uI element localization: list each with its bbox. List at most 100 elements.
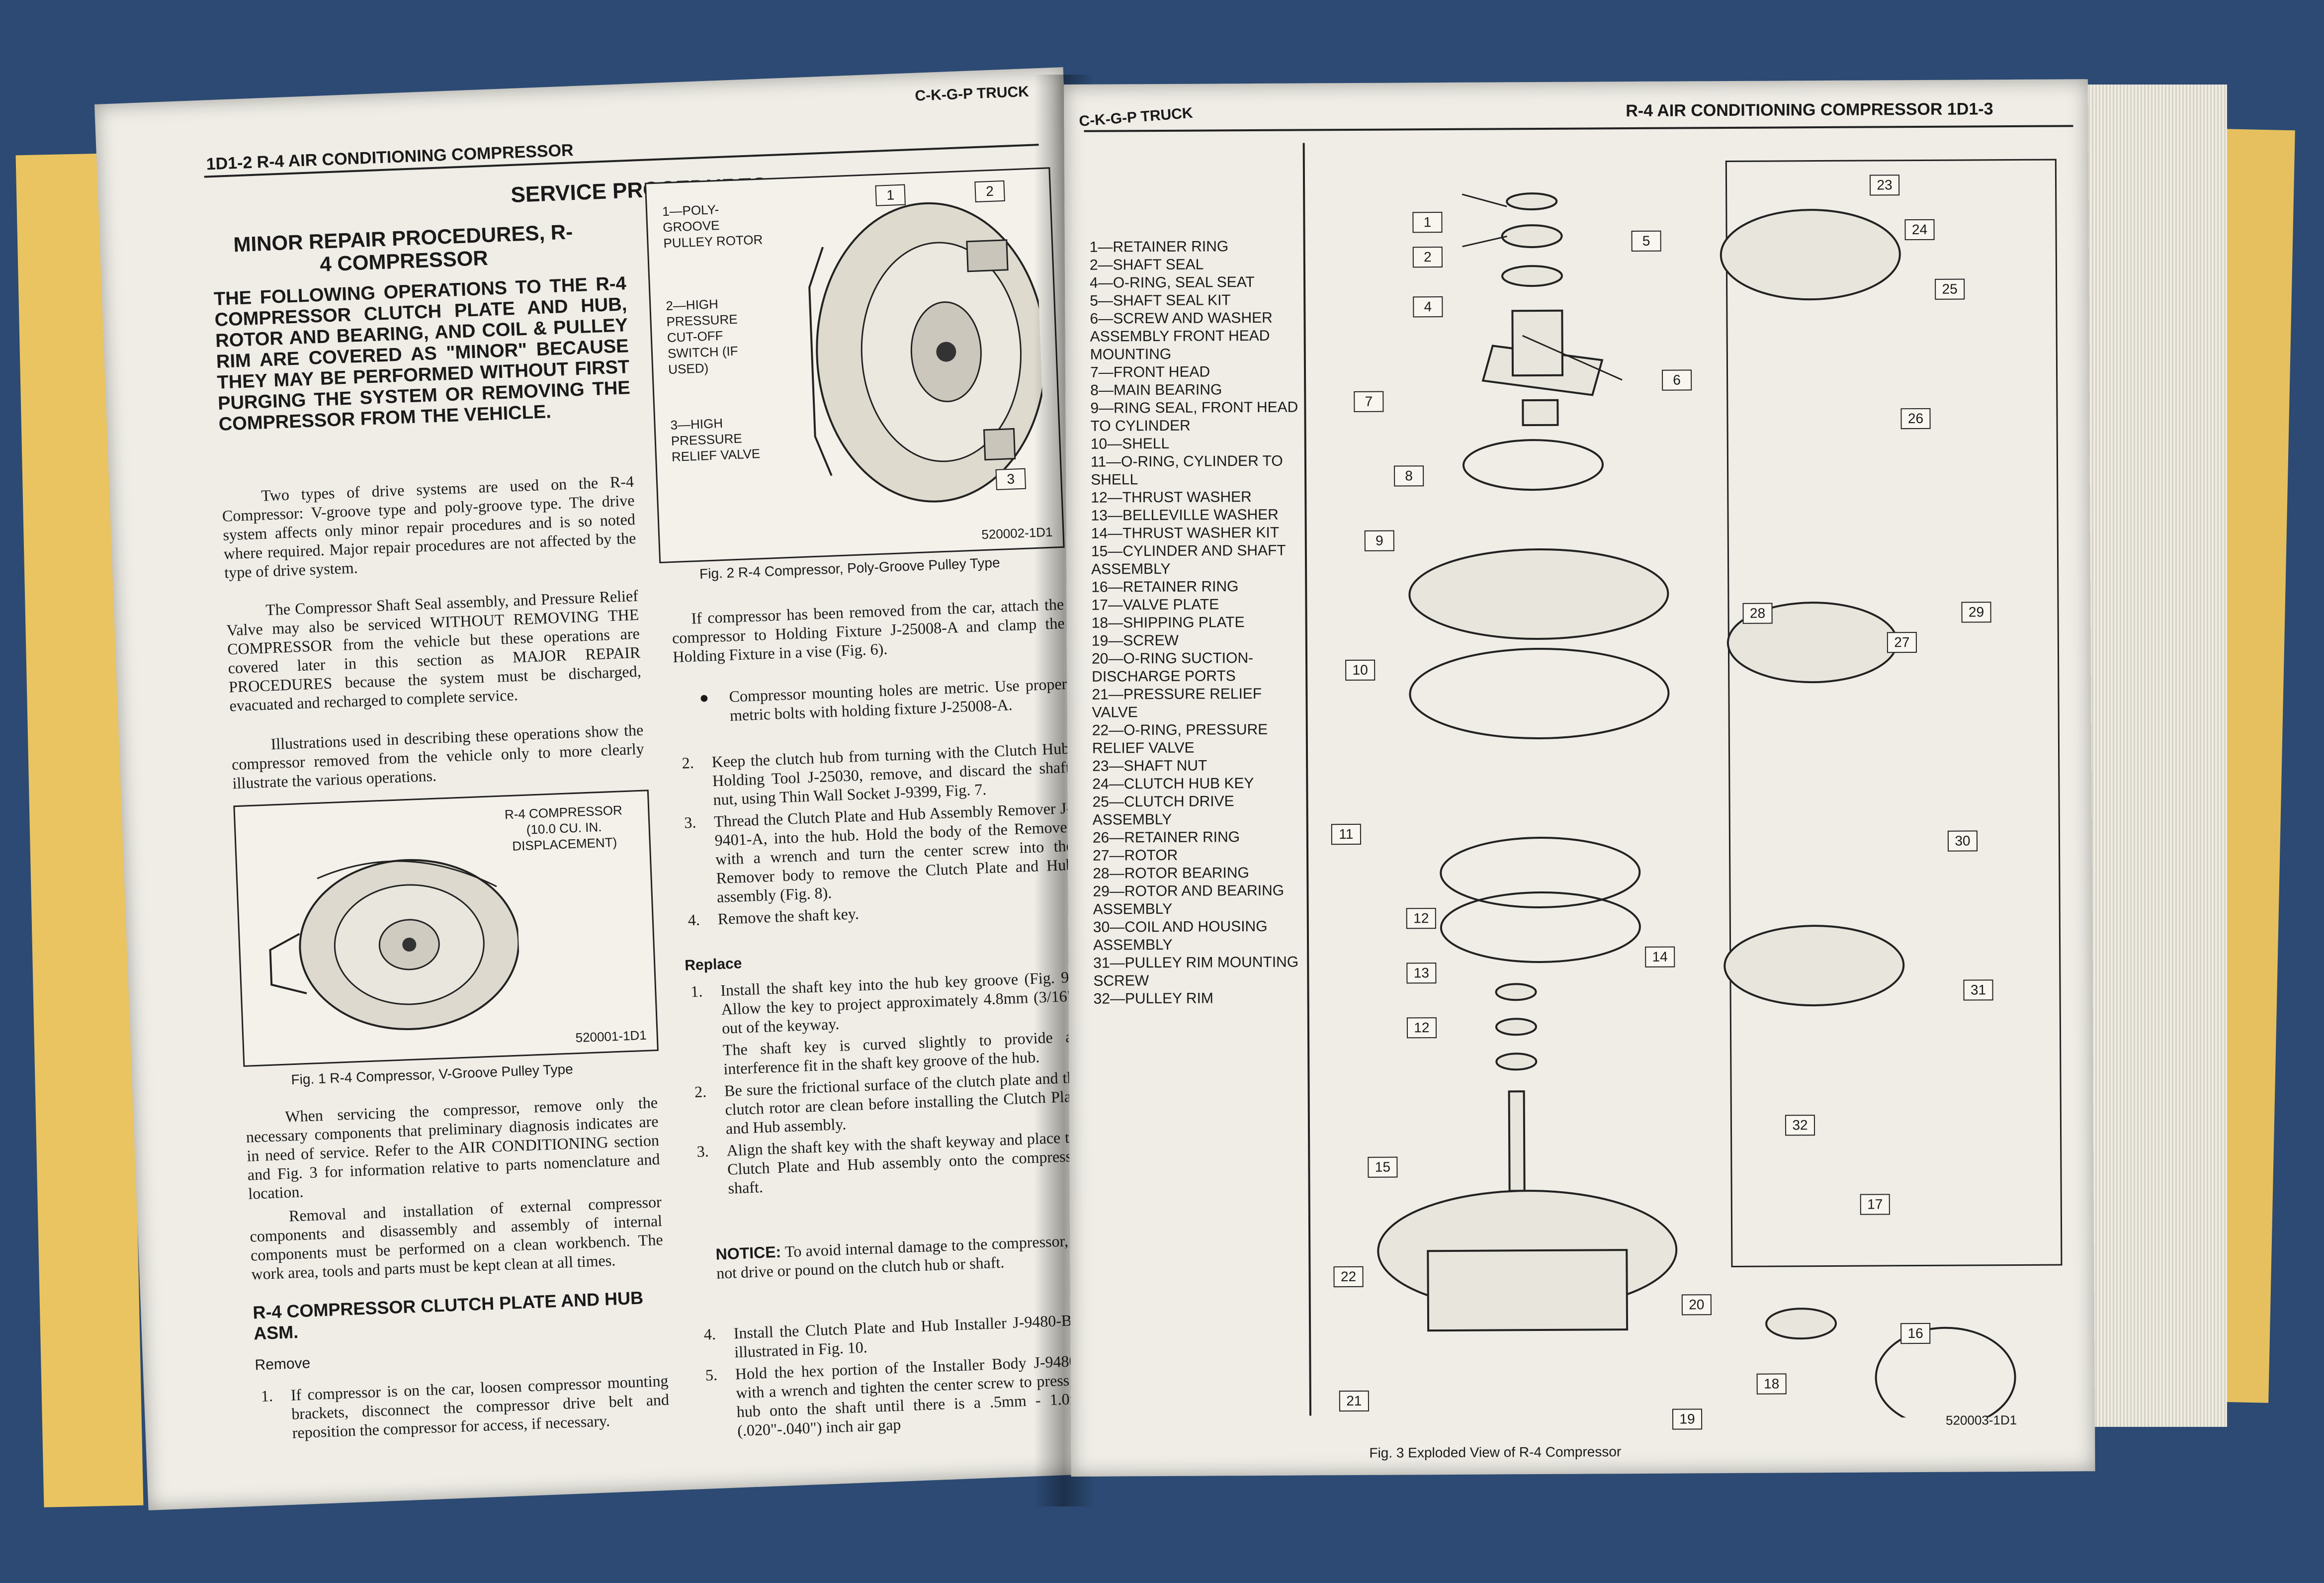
paragraph-workbench: Removal and installation of external com…: [249, 1192, 664, 1283]
fig3-code: 520003-1D1: [1946, 1412, 2017, 1428]
callout-30: 30: [1947, 830, 1978, 852]
remove-step: 3.Thread the Clutch Plate and Hub Assemb…: [684, 798, 1074, 906]
part-item: 25—CLUTCH DRIVE ASSEMBLY: [1092, 793, 1234, 828]
part-item: 15—CYLINDER AND SHAFT ASSEMBLY: [1091, 542, 1286, 578]
part-item: 32—PULLEY RIM: [1093, 990, 1213, 1007]
compressor-poly-groove-illustration: [808, 202, 1047, 503]
notice-block: NOTICE: To avoid internal damage to the …: [715, 1231, 1089, 1283]
part-item: 8—MAIN BEARING: [1090, 381, 1222, 399]
part-item: 7—FRONT HEAD: [1090, 363, 1210, 381]
replace-step: 1.Install the shaft key into the hub key…: [690, 967, 1079, 1037]
part-item: 18—SHIPPING PLATE: [1091, 614, 1245, 631]
fig2-callout-2: 2: [974, 180, 1005, 203]
callout-1: 1: [1412, 212, 1443, 233]
callout-9: 9: [1364, 530, 1394, 551]
callout-7: 7: [1354, 391, 1384, 412]
part-item: 16—RETAINER RING: [1091, 578, 1239, 596]
remove-steps-list: 2.Keep the clutch hub from turning with …: [677, 739, 1076, 933]
callout-11: 11: [1331, 823, 1362, 845]
part-item: 6—SCREW AND WASHER ASSEMBLY FRONT HEAD M…: [1090, 309, 1273, 363]
callout-25: 25: [1935, 278, 1965, 300]
callout-21: 21: [1339, 1390, 1369, 1412]
parts-list: 1—RETAINER RING 2—SHAFT SEAL 4—O-RING, S…: [1090, 238, 1302, 1008]
callout-27: 27: [1887, 632, 1917, 653]
callout-14: 14: [1645, 946, 1675, 967]
callout-6: 6: [1662, 369, 1692, 391]
fig1-caption: Fig. 1 R-4 Compressor, V-Groove Pulley T…: [291, 1061, 574, 1088]
callout-22: 22: [1333, 1266, 1364, 1288]
paragraph-shaft-seal: The Compressor Shaft Seal assembly, and …: [226, 586, 642, 715]
callout-20: 20: [1681, 1294, 1712, 1316]
replace-step: 2.Be sure the frictional surface of the …: [694, 1068, 1083, 1138]
callout-23: 23: [1869, 175, 1900, 196]
part-item: 4—O-RING, SEAL SEAT: [1090, 273, 1255, 291]
part-item: 9—RING SEAL, FRONT HEAD TO CYLINDER: [1090, 399, 1298, 435]
part-item: 13—BELLEVILLE WASHER: [1091, 506, 1279, 524]
paragraph-drive-systems: Two types of drive systems are used on t…: [222, 472, 636, 582]
callout-19: 19: [1672, 1408, 1703, 1430]
figure-1: R-4 COMPRESSOR (10.0 CU. IN. DISPLACEMEN…: [233, 790, 659, 1067]
callout-5: 5: [1631, 230, 1661, 252]
fig3-caption: Fig. 3 Exploded View of R-4 Compressor: [1369, 1444, 1622, 1461]
part-item: 21—PRESSURE RELIEF VALVE: [1092, 685, 1262, 721]
part-item: 28—ROTOR BEARING: [1093, 865, 1249, 882]
figure-divider: [1302, 143, 1312, 1416]
callout-10: 10: [1345, 659, 1376, 681]
callout-12b: 12: [1406, 1017, 1437, 1039]
callout-8: 8: [1394, 465, 1424, 487]
part-item: 29—ROTOR AND BEARING ASSEMBLY: [1093, 882, 1285, 918]
col2-intro: If compressor has been removed from the …: [672, 595, 1065, 666]
replace-label: Replace: [684, 955, 742, 974]
callout-12: 12: [1406, 908, 1436, 929]
fig2-item-2: 2—HIGH PRESSURE CUT-OFF SWITCH (IF USED): [665, 296, 739, 377]
left-page-truck-header: C-K-G-P TRUCK: [914, 83, 1030, 104]
figure-2: 1—POLY-GROOVE PULLEY ROTOR 2—HIGH PRESSU…: [644, 167, 1065, 564]
callout-2: 2: [1412, 247, 1443, 268]
part-item: 14—THRUST WASHER KIT: [1091, 524, 1280, 542]
fig2-callout-3: 3: [995, 468, 1027, 490]
part-item: 23—SHAFT NUT: [1092, 757, 1207, 775]
callout-29: 29: [1961, 602, 1991, 623]
part-item: 10—SHELL: [1090, 435, 1170, 452]
paragraph-illustrations: Illustrations used in describing these o…: [231, 720, 645, 792]
callout-13: 13: [1406, 963, 1437, 984]
compressor-v-groove-illustration: [269, 859, 520, 1031]
right-page: C-K-G-P TRUCK R-4 AIR CONDITIONING COMPR…: [1064, 79, 2095, 1477]
callout-15: 15: [1368, 1156, 1398, 1178]
right-page-truck-header: C-K-G-P TRUCK: [1078, 104, 1194, 130]
part-item: 31—PULLEY RIM MOUNTING SCREW: [1093, 954, 1299, 989]
callout-4: 4: [1413, 296, 1443, 318]
fig2-callout-1: 1: [875, 184, 906, 206]
replace-steps-list: 1.Install the shaft key into the hub key…: [686, 967, 1086, 1202]
callout-18: 18: [1756, 1373, 1787, 1395]
remove-label: Remove: [254, 1355, 311, 1374]
part-item: 19—SCREW: [1091, 632, 1179, 649]
part-item: 1—RETAINER RING: [1089, 238, 1229, 256]
metric-note-text: Compressor mounting holes are metric. Us…: [728, 674, 1067, 724]
part-item: 27—ROTOR: [1093, 847, 1178, 864]
remove-step-1-text: If compressor is on the car, loosen comp…: [290, 1371, 670, 1442]
callout-17: 17: [1860, 1194, 1890, 1215]
metric-note: ●Compressor mounting holes are metric. U…: [699, 674, 1067, 724]
clutch-plate-title: R-4 COMPRESSOR CLUTCH PLATE AND HUB ASM.: [252, 1287, 644, 1344]
minor-repair-title: MINOR REPAIR PROCEDURES, R-4 COMPRESSOR: [233, 220, 573, 276]
right-header-rule: [1084, 125, 2073, 132]
callout-31: 31: [1963, 979, 1993, 1001]
notice-label: NOTICE:: [715, 1242, 781, 1263]
left-page: 1D1-2 R-4 AIR CONDITIONING COMPRESSOR SE…: [94, 67, 1118, 1510]
replace-step: 3.Align the shaft key with the shaft key…: [696, 1128, 1086, 1197]
callout-24: 24: [1904, 219, 1935, 241]
remove-step: 2.Keep the clutch hub from turning with …: [682, 739, 1071, 809]
part-item: 24—CLUTCH HUB KEY: [1092, 775, 1254, 792]
page-stack-edges: [2078, 85, 2227, 1427]
part-item: 5—SHAFT SEAL KIT: [1090, 292, 1231, 309]
exploded-view-illustration: [1377, 192, 2016, 1421]
part-item: 20—O-RING SUCTION-DISCHARGE PORTS: [1091, 650, 1254, 685]
remove-step-1: 1.If compressor is on the car, loosen co…: [260, 1371, 670, 1442]
callout-26: 26: [1900, 408, 1931, 430]
intro-caps-text: THE FOLLOWING OPERATIONS TO THE R-4 COMP…: [213, 273, 631, 435]
part-item: 22—O-RING, PRESSURE RELIEF VALVE: [1092, 721, 1268, 757]
callout-28: 28: [1742, 603, 1773, 624]
callout-16: 16: [1900, 1322, 1931, 1344]
right-page-header: R-4 AIR CONDITIONING COMPRESSOR 1D1-3: [1626, 99, 1993, 121]
